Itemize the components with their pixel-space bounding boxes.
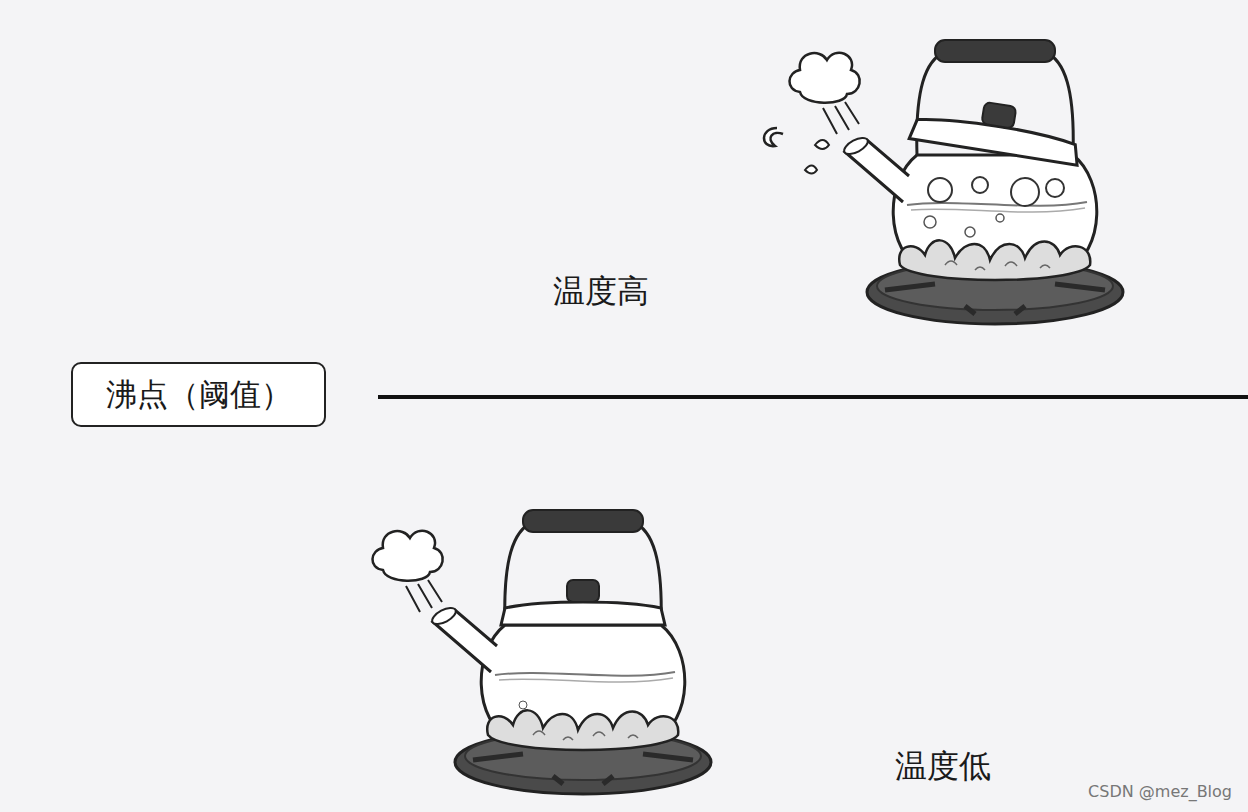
node-label: 沸点（阈值） <box>106 374 292 416</box>
threshold-box: 沸点（阈值） <box>71 362 326 427</box>
temperature-label: 温度低 <box>895 745 991 789</box>
temperature-label: 温度高 <box>553 270 649 314</box>
watermark: CSDN @mez_Blog <box>1088 782 1232 801</box>
threshold-line <box>378 395 1248 399</box>
